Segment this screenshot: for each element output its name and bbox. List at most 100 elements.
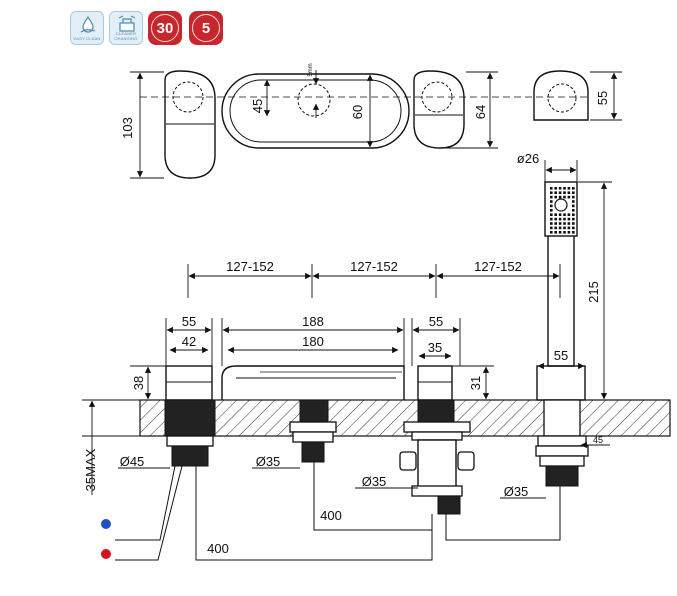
- cleaner-changing-badge: CLEANER CHANGING: [109, 11, 143, 45]
- badge-ring: [151, 14, 179, 42]
- left-handle: [165, 365, 213, 401]
- dim-valve-height: 31: [468, 376, 483, 390]
- spray-nozzle: [550, 204, 553, 208]
- dim-60: 60: [350, 105, 365, 119]
- dim-hose-long: 400: [207, 541, 229, 556]
- shower-spray-grid: [550, 187, 575, 234]
- spray-nozzle: [572, 217, 575, 221]
- spray-center-ring: [554, 198, 568, 212]
- dim-hose-short: 400: [320, 508, 342, 523]
- dim-45: 45: [250, 99, 265, 113]
- spray-nozzle: [558, 195, 562, 199]
- spray-nozzle: [550, 217, 553, 221]
- shower-holder-outline: [533, 70, 589, 121]
- spray-nozzle: [550, 209, 553, 212]
- spray-nozzle: [558, 187, 562, 190]
- spray-nozzle: [563, 191, 566, 194]
- plan-dimension-labels: 103 45 60 5mm 64 55: [120, 63, 610, 139]
- spray-nozzle: [554, 226, 557, 230]
- spray-nozzle: [554, 191, 557, 194]
- spray-nozzle: [550, 191, 553, 194]
- dim-shower-height: 215: [586, 281, 601, 303]
- right-handle-hole: [421, 81, 453, 113]
- spray-nozzle: [567, 191, 571, 194]
- shower-holder-hole: [547, 83, 577, 113]
- spray-nozzle: [572, 213, 575, 216]
- elevation-fittings: [165, 181, 586, 401]
- dim-pipe-valve: Ø35: [362, 474, 387, 489]
- under-deck-parts: [164, 399, 589, 515]
- dim-spout-inner: 180: [302, 334, 324, 349]
- hoses: [115, 462, 561, 561]
- spray-nozzle: [558, 217, 562, 221]
- spray-nozzle: [567, 195, 571, 199]
- dim-spacing-2: 127-152: [350, 259, 398, 274]
- dim-handle-inner: 42: [182, 334, 196, 349]
- spray-nozzle: [563, 217, 566, 221]
- spout: [221, 365, 405, 400]
- cold-supply-dot: [101, 519, 111, 529]
- spray-nozzle: [550, 226, 553, 230]
- spray-nozzle: [554, 231, 557, 234]
- spray-nozzle: [558, 213, 562, 216]
- left-handle-hole: [172, 81, 204, 113]
- spray-nozzle: [567, 217, 571, 221]
- elevation-dimensions: [82, 160, 612, 499]
- spray-nozzle: [567, 213, 571, 216]
- easy-clean-badge: EASY CLEAN: [70, 11, 104, 45]
- spray-nozzle: [567, 187, 571, 190]
- spray-nozzle: [567, 231, 571, 234]
- plan-dimensions: [130, 70, 622, 179]
- spray-nozzle: [554, 195, 557, 199]
- left-handle-outline: [164, 70, 216, 179]
- dim-deck-thickness: 35MAX: [83, 448, 98, 491]
- spray-nozzle: [554, 187, 557, 190]
- spray-nozzle: [550, 200, 553, 203]
- warranty-30-badge: 30: [148, 11, 182, 45]
- spray-nozzle: [572, 231, 575, 234]
- dim-5mm: 5mm: [308, 63, 314, 76]
- warranty-5-badge: 5: [189, 11, 223, 45]
- spray-nozzle: [563, 231, 566, 234]
- right-handle-outline: [413, 70, 465, 149]
- spray-nozzle: [572, 222, 575, 225]
- dim-pipe-spout: Ø35: [256, 454, 281, 469]
- spray-nozzle: [558, 191, 562, 194]
- spout-hole: [297, 83, 331, 117]
- spray-nozzle: [572, 195, 575, 199]
- dim-64: 64: [473, 105, 488, 119]
- shower-handle: [547, 236, 575, 367]
- dim-103: 103: [120, 117, 135, 139]
- supply-markers: [101, 519, 111, 559]
- dim-spacing-1: 127-152: [226, 259, 274, 274]
- shower-holder: [536, 365, 586, 401]
- spray-nozzle: [550, 195, 553, 199]
- spray-nozzle: [550, 222, 553, 225]
- plan-view: [140, 70, 590, 179]
- badge-caption: EASY CLEAN: [73, 36, 101, 41]
- hot-supply-dot: [101, 549, 111, 559]
- spray-nozzle: [567, 222, 571, 225]
- spray-nozzle: [567, 226, 571, 230]
- dim-spout-outer: 188: [302, 314, 324, 329]
- spray-nozzle: [550, 213, 553, 216]
- spray-nozzle: [572, 226, 575, 230]
- dim-handle-outer: 55: [182, 314, 196, 329]
- dim-pipe-left: Ø45: [120, 454, 145, 469]
- spray-nozzle: [572, 187, 575, 190]
- dim-shower-diameter: ø26: [517, 151, 539, 166]
- badge-caption: CLEANER CHANGING: [114, 31, 138, 41]
- dim-shower-base: 55: [554, 348, 568, 363]
- spray-nozzle: [563, 222, 566, 225]
- spray-nozzle: [563, 213, 566, 216]
- elevation-dimension-labels: 127-152 127-152 127-152 55 42 38 188 180…: [83, 151, 603, 556]
- spray-nozzle: [550, 187, 553, 190]
- spray-nozzle: [550, 231, 553, 234]
- dim-55-plan: 55: [595, 91, 610, 105]
- spray-nozzle: [554, 213, 557, 216]
- dim-spacing-3: 127-152: [474, 259, 522, 274]
- badge-number: 5: [201, 19, 211, 37]
- spray-nozzle: [572, 209, 575, 212]
